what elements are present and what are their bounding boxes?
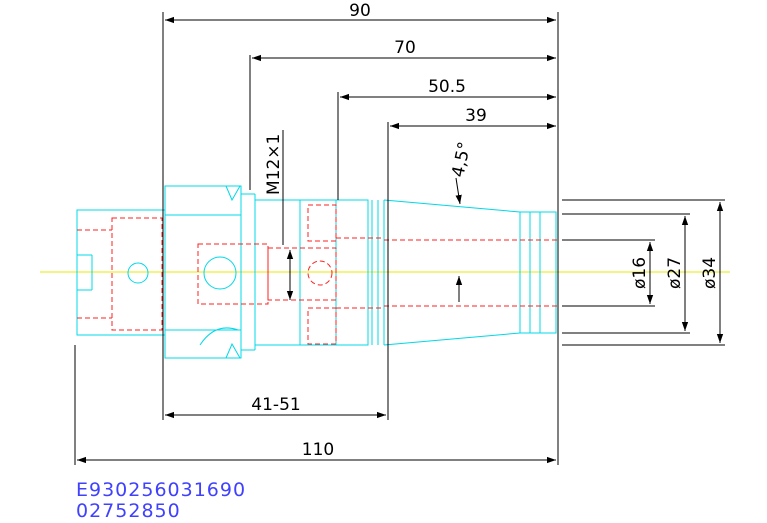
hidden-lines	[77, 204, 560, 345]
dim-90: 90	[349, 1, 371, 21]
dim-70: 70	[394, 38, 416, 58]
dim-39: 39	[465, 106, 487, 126]
dim-thread: M12×1	[264, 134, 284, 195]
part-number: E930256031690	[76, 479, 247, 501]
order-code: 02752850	[76, 500, 181, 522]
dim-50-5: 50.5	[428, 77, 466, 97]
dim-dia-16: ø16	[630, 257, 650, 289]
dim-taper-angle: 4,5°	[448, 140, 475, 179]
dim-41-51: 41-51	[251, 395, 300, 415]
dimension-lines	[74, 12, 725, 465]
holder-outline	[76, 185, 557, 359]
dim-dia-34: ø34	[700, 257, 720, 289]
dim-dia-27: ø27	[665, 257, 685, 289]
dim-110: 110	[302, 440, 334, 460]
